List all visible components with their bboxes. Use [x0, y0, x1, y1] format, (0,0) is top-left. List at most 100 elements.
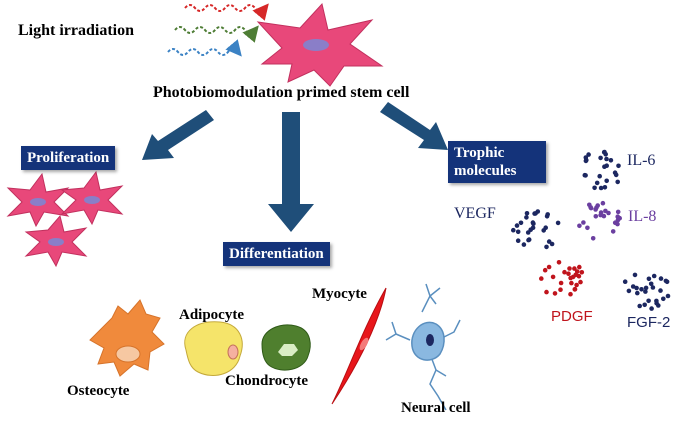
trophic-label-line2: molecules	[454, 163, 517, 179]
arrow-to-proliferation	[142, 110, 214, 160]
molecule-dot	[595, 203, 600, 208]
molecule-dot	[597, 173, 602, 179]
trophic-molecules-box: Trophic molecules	[448, 141, 546, 183]
pdgf-label: PDGF	[551, 308, 593, 325]
molecule-dot	[608, 158, 614, 163]
molecule-dot	[542, 267, 548, 273]
molecule-dot	[544, 244, 549, 250]
arrow-to-trophic	[380, 102, 448, 150]
molecule-dot	[637, 303, 642, 309]
molecule-dot	[665, 293, 671, 299]
arrow-to-differentiation	[268, 112, 314, 232]
molecule-dot	[545, 212, 550, 217]
molecule-dot	[518, 220, 524, 226]
trophic-label-line1: Trophic	[454, 145, 505, 161]
red-light-wave	[184, 3, 269, 21]
molecule-dot	[577, 223, 582, 229]
molecule-dot	[664, 279, 670, 285]
vegf-label: VEGF	[454, 205, 496, 222]
molecule-dot	[528, 227, 533, 232]
molecule-dot	[566, 271, 571, 277]
molecule-dot	[643, 289, 648, 294]
molecule-dot	[579, 270, 585, 275]
proliferating-cells	[6, 170, 124, 268]
molecule-dot	[584, 157, 589, 163]
molecule-dot	[555, 220, 561, 226]
molecule-dot	[546, 239, 552, 244]
molecule-dot	[649, 306, 654, 311]
molecule-dot	[615, 209, 621, 215]
molecule-dot	[632, 272, 638, 278]
fgf2-dot-cluster	[622, 272, 671, 311]
adipocyte-cell	[184, 321, 243, 376]
molecule-dot	[602, 185, 608, 190]
differentiation-box: Differentiation	[223, 242, 330, 266]
molecule-dot	[576, 273, 582, 279]
molecule-dot	[568, 275, 573, 281]
molecule-dot	[642, 302, 647, 308]
molecule-dot	[515, 238, 521, 243]
molecule-dot	[593, 207, 598, 212]
molecule-dot	[613, 172, 619, 178]
arrows	[142, 102, 448, 232]
neural-cell-label: Neural cell	[401, 400, 471, 416]
molecule-dot	[616, 163, 621, 169]
molecule-dot	[598, 185, 604, 191]
myocyte-label: Myocyte	[312, 286, 367, 302]
molecule-dot	[622, 279, 628, 285]
molecule-dot	[556, 260, 562, 265]
il8-label: IL-8	[628, 208, 657, 225]
molecule-dot	[650, 285, 656, 290]
molecule-dot	[598, 212, 603, 218]
molecule-dot	[572, 286, 578, 292]
molecule-dot	[643, 285, 649, 291]
molecule-dot	[544, 289, 549, 295]
proliferation-box: Proliferation	[21, 146, 116, 170]
molecule-dot	[639, 287, 644, 292]
molecule-dot	[511, 227, 516, 233]
pdgf-dot-cluster	[539, 260, 585, 297]
molecule-dot	[630, 284, 636, 289]
vegf-dot-cluster	[511, 209, 561, 250]
molecule-dot	[552, 291, 558, 296]
molecule-dot	[569, 280, 574, 286]
molecule-dot	[661, 296, 666, 302]
molecule-dot	[651, 273, 657, 279]
neural-cell	[385, 283, 461, 411]
molecule-dot	[572, 266, 577, 271]
molecule-dot	[654, 298, 659, 304]
molecule-dot	[592, 185, 597, 191]
green-light-wave	[174, 25, 259, 43]
molecule-dot	[586, 152, 591, 157]
molecule-dot	[610, 229, 616, 234]
proliferation-label: Proliferation	[27, 150, 110, 166]
molecule-dot	[524, 211, 530, 216]
primed-stem-cell-label: Photobiomodulation primed stem cell	[153, 84, 410, 101]
molecule-dot	[598, 155, 603, 161]
molecule-dot	[658, 288, 663, 293]
il6-dot-cluster	[582, 149, 621, 191]
molecule-dot	[635, 290, 640, 296]
molecule-dot	[588, 205, 594, 211]
myocyte-cell	[331, 287, 387, 405]
molecule-dot	[568, 291, 573, 297]
molecule-dot	[550, 274, 556, 280]
light-irradiation-label: Light irradiation	[18, 22, 135, 39]
molecule-dot	[514, 223, 520, 228]
molecule-dot	[578, 279, 583, 285]
stem-cell-nucleus	[303, 39, 329, 51]
osteocyte-label: Osteocyte	[67, 383, 130, 399]
molecule-dot	[558, 280, 564, 286]
molecule-dot	[604, 163, 609, 168]
primed-stem-cell	[256, 2, 384, 87]
blue-light-wave	[167, 39, 242, 57]
molecule-dot	[533, 211, 538, 216]
molecule-dot	[574, 282, 579, 288]
molecule-dot	[604, 178, 609, 184]
molecule-dot	[539, 276, 544, 281]
molecule-dot	[594, 180, 600, 186]
differentiation-label: Differentiation	[229, 246, 324, 262]
molecule-dot	[524, 215, 529, 220]
